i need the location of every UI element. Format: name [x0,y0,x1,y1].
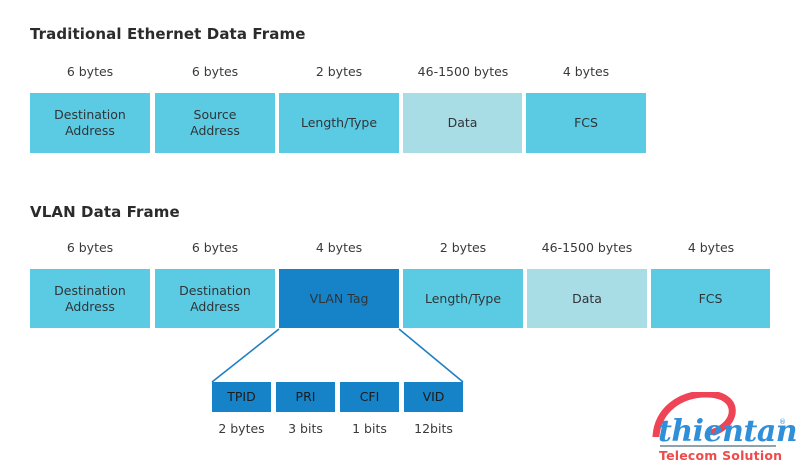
vlan-tag-label-3: VID [422,389,445,404]
vlan-field-label-2: VLAN Tag [309,290,369,306]
vlan-tag-label-2: CFI [359,389,380,404]
ethernet-field-fcs[interactable]: FCS [526,93,646,153]
size-label-tag-1: 3 bits [288,421,323,436]
brand-logo: thientan ® Telecom Solution [648,392,798,464]
size-label-eth-2: 2 bytes [315,64,363,79]
logo-wordmark: thientan [658,414,798,449]
vlan-tag-field-tpid[interactable]: TPID [212,382,271,412]
size-label-eth-1: 6 bytes [191,64,239,79]
vlan-tag-label-0: TPID [227,389,256,404]
vlan-field-label-4: Data [572,290,602,306]
size-label-vlan-1: 6 bytes [191,240,239,255]
ethernet-field-length-type[interactable]: Length/Type [279,93,399,153]
logo-underline [660,445,776,447]
size-label-vlan-3: 2 bytes [439,240,487,255]
swoosh-icon [652,392,736,437]
size-label-vlan-5: 4 bytes [687,240,735,255]
vlan-frame-title: VLAN Data Frame [30,203,180,221]
size-label-eth-0: 6 bytes [66,64,114,79]
vlan-tag-field-vid[interactable]: VID [404,382,463,412]
vlan-field-data[interactable]: Data [527,269,647,328]
ethernet-field-label-4: FCS [574,115,598,130]
vlan-tag-label-1: PRI [295,389,316,404]
ethernet-field-label-3: Data [447,115,478,130]
size-label-tag-2: 1 bits [352,421,387,436]
size-label-vlan-4: 46-1500 bytes [541,240,633,255]
logo-trademark: ® [779,418,786,426]
ethernet-field-label-2: Length/Type [300,115,378,130]
ethernet-field-data[interactable]: Data [403,93,522,153]
size-label-eth-3: 46-1500 bytes [417,64,509,79]
vlan-tag-field-pri[interactable]: PRI [276,382,335,412]
vlan-field-label-5: FCS [698,290,723,306]
size-label-tag-0: 2 bytes [218,421,265,436]
vlan-tag-field-cfi[interactable]: CFI [340,382,399,412]
size-label-eth-4: 4 bytes [562,64,610,79]
vlan-field-fcs[interactable]: FCS [651,269,770,328]
vlan-field-vlan-tag[interactable]: VLAN Tag [279,269,399,328]
size-label-tag-3: 12bits [414,421,453,436]
size-label-vlan-2: 4 bytes [315,240,363,255]
vlan-field-label-3: Length/Type [424,290,502,306]
logo-tagline: Telecom Solution [659,448,783,463]
vlan-field-length-type[interactable]: Length/Type [403,269,523,328]
size-label-vlan-0: 6 bytes [66,240,114,255]
ethernet-frame-title: Traditional Ethernet Data Frame [30,25,306,43]
